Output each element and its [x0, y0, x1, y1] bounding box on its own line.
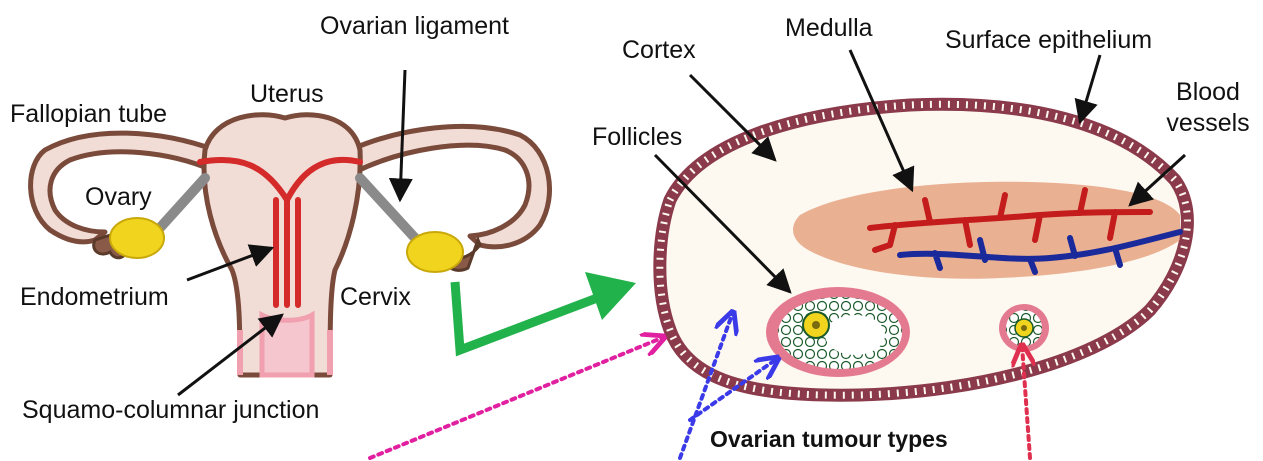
ovary-cross-section [660, 104, 1188, 395]
label-cervix: Cervix [340, 285, 411, 310]
label-surface-epithelium: Surface epithelium [945, 28, 1152, 53]
left-ovarian-ligament [158, 178, 205, 230]
label-ovarian-tumour-types: Ovarian tumour types [710, 428, 948, 451]
label-follicles: Follicles [592, 125, 682, 150]
label-squamo-columnar-junction: Squamo-columnar junction [22, 398, 319, 423]
uterus-illustration [31, 115, 550, 375]
left-ovary [110, 218, 164, 258]
label-medulla: Medulla [785, 16, 873, 41]
label-blood-vessels-line1: Blood [1158, 80, 1258, 105]
label-cortex: Cortex [622, 38, 696, 63]
right-ovarian-ligament [360, 178, 415, 238]
label-ovarian-ligament: Ovarian ligament [320, 14, 509, 39]
arrow-surface-epithelium [1080, 55, 1100, 122]
label-blood-vessels: Blood vessels [1158, 80, 1258, 136]
label-fallopian-tube: Fallopian tube [10, 102, 167, 127]
label-uterus: Uterus [250, 82, 324, 107]
label-ovary: Ovary [85, 185, 152, 210]
label-endometrium: Endometrium [20, 285, 169, 310]
right-ovary [407, 232, 463, 272]
magenta-dotted-arrow [370, 337, 664, 458]
green-arrow [455, 282, 605, 350]
right-fallopian-tube [350, 126, 550, 246]
label-blood-vessels-line2: vessels [1158, 111, 1258, 136]
